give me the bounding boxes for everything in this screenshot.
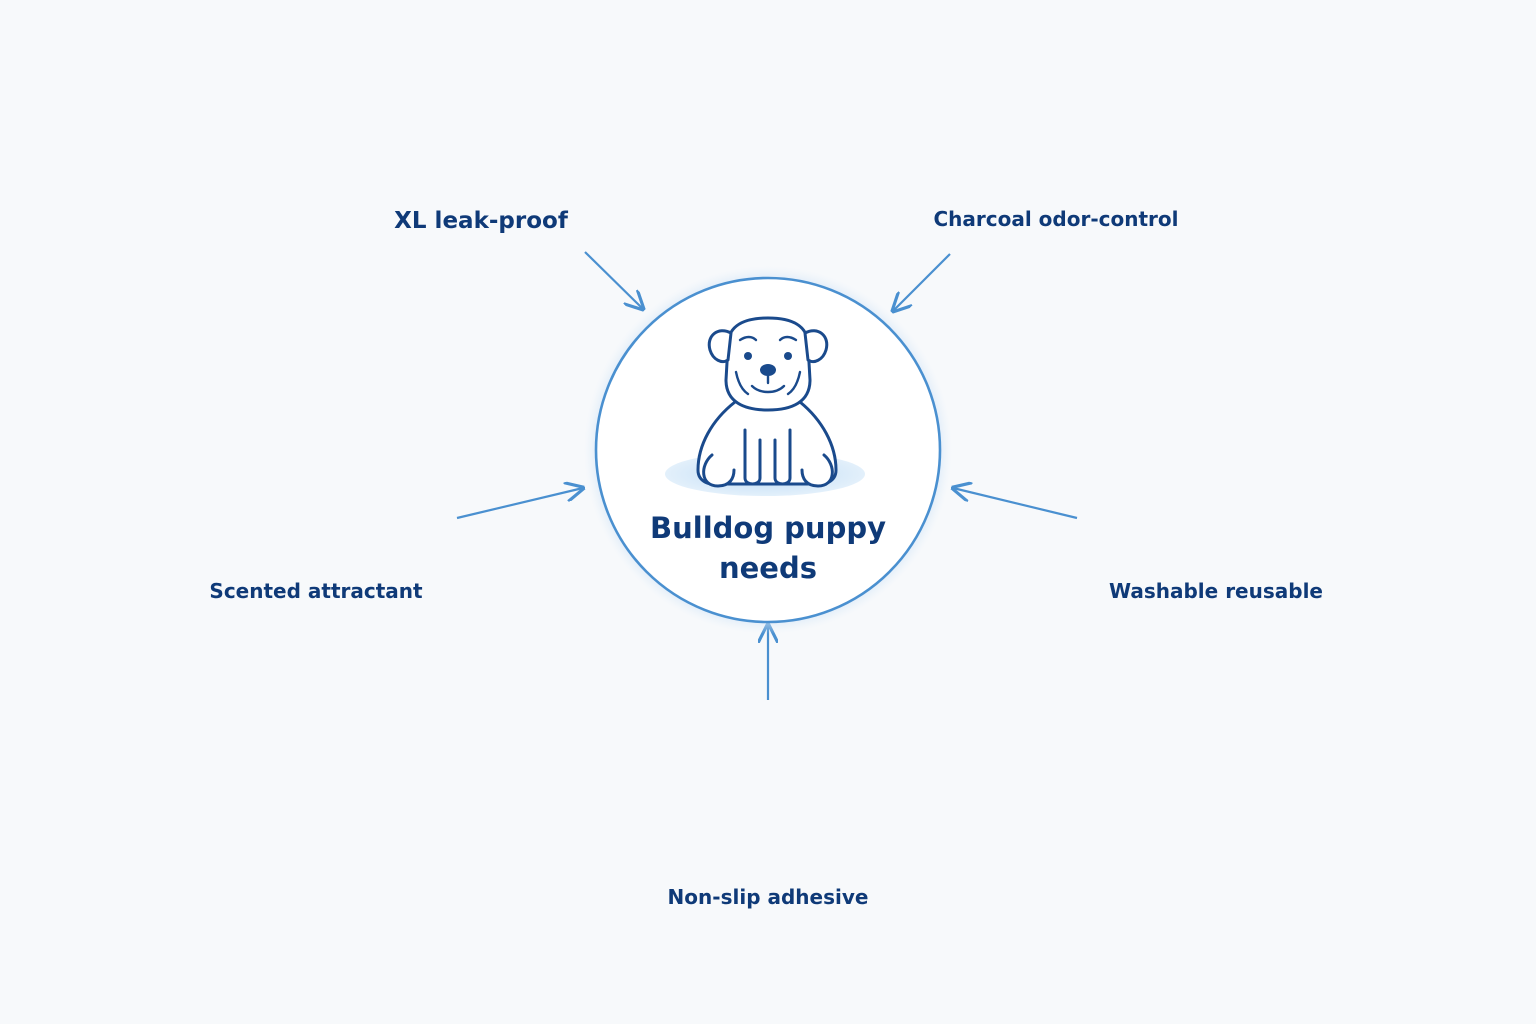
label-washable-reusable: Washable reusable (1109, 579, 1323, 603)
arrow-xl-leak-proof (584, 251, 643, 309)
connectors (456, 251, 1078, 700)
arrow-charcoal-odor-control (893, 253, 951, 311)
center-node (584, 266, 952, 634)
label-non-slip-adhesive: Non-slip adhesive (667, 885, 869, 909)
arrow-washable-reusable (953, 488, 1078, 520)
arrow-scented-attractant (456, 488, 583, 520)
label-xl-leak-proof: XL leak-proof (394, 208, 568, 234)
bulldog-puppy-icon (665, 316, 865, 496)
center-label: Bulldog puppy needs (650, 511, 886, 585)
label-scented-attractant: Scented attractant (209, 579, 423, 603)
label-charcoal-odor-control: Charcoal odor-control (933, 207, 1179, 231)
